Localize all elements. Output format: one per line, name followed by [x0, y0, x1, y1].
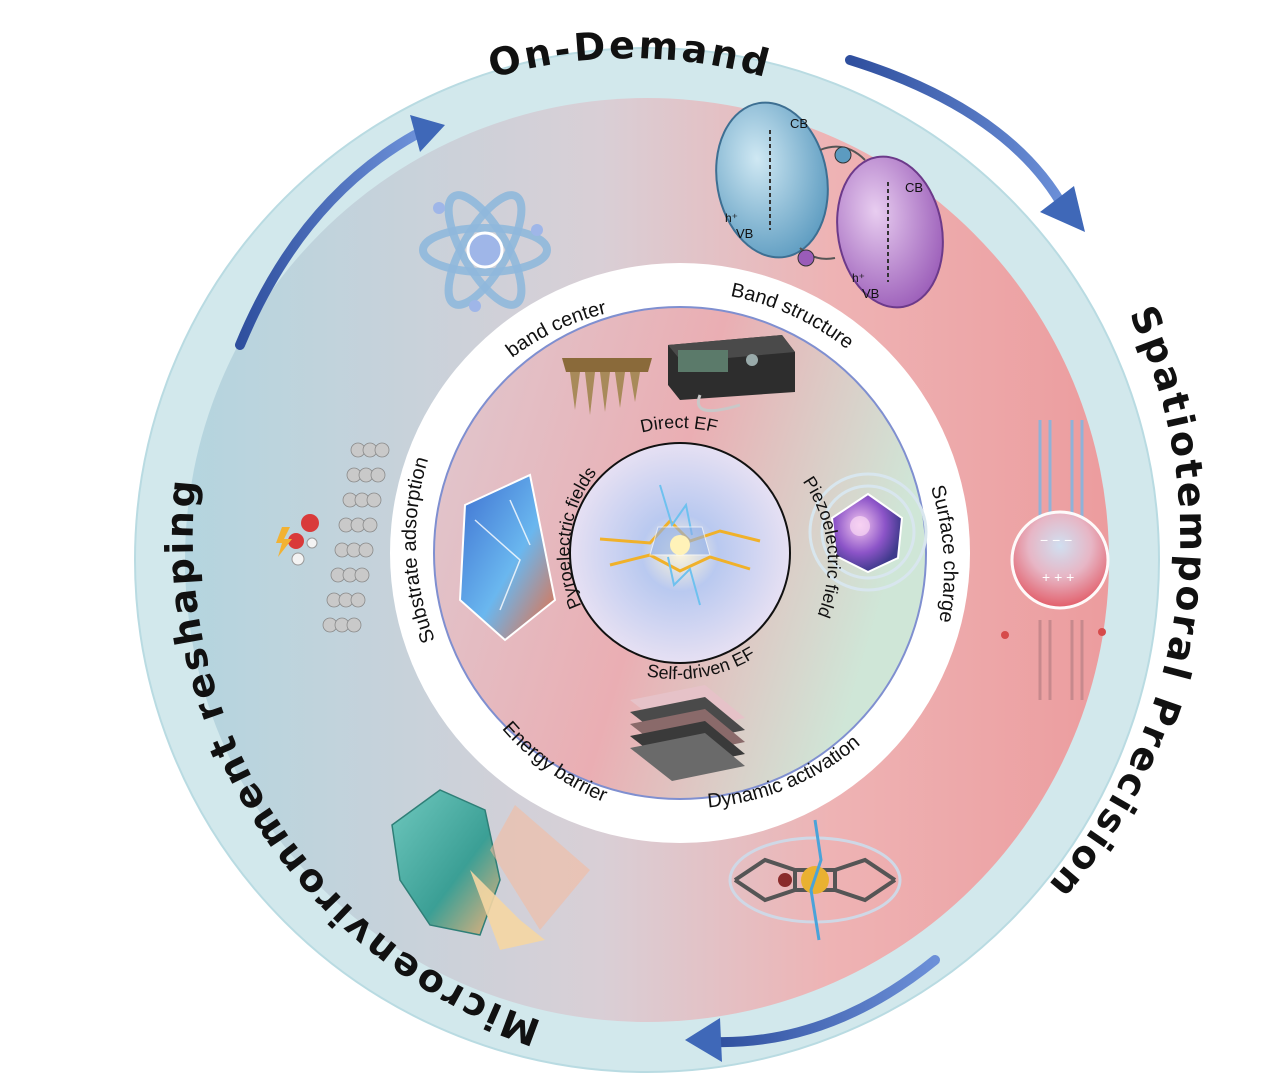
layered-stack-icon: [630, 685, 745, 781]
pyroelectric-crystal-icon: [458, 473, 557, 642]
vb-label-left: VB: [736, 226, 753, 241]
svg-text:+ + +: + + +: [1042, 569, 1074, 585]
microfluidic-droplet-icon: + + + − − −: [1001, 420, 1110, 700]
electrode-instrument-icon: [562, 335, 795, 415]
cycle-arrow-top-right: [845, 55, 1085, 232]
electric-burst-icon: [599, 484, 761, 606]
cycle-arrow-bottom: [685, 955, 940, 1062]
atom-icon: [419, 191, 551, 312]
molecular-cage-icon: [728, 819, 902, 941]
band-structure-illustration: CB VB h⁺ CB VB h⁺: [715, 101, 944, 309]
cb-label-left: CB: [790, 116, 808, 131]
h-label-right: h⁺: [852, 271, 865, 285]
h-label-left: h⁺: [725, 211, 738, 225]
svg-text:− − −: − − −: [1040, 532, 1072, 548]
piezoelectric-gem-icon: [808, 472, 928, 592]
vb-label-right: VB: [862, 286, 879, 301]
catalyst-rock-icon: [391, 789, 590, 950]
substrate-lattice-icon: [276, 442, 390, 633]
cb-label-right: CB: [905, 180, 923, 195]
cycle-arrow-left: [235, 115, 445, 350]
